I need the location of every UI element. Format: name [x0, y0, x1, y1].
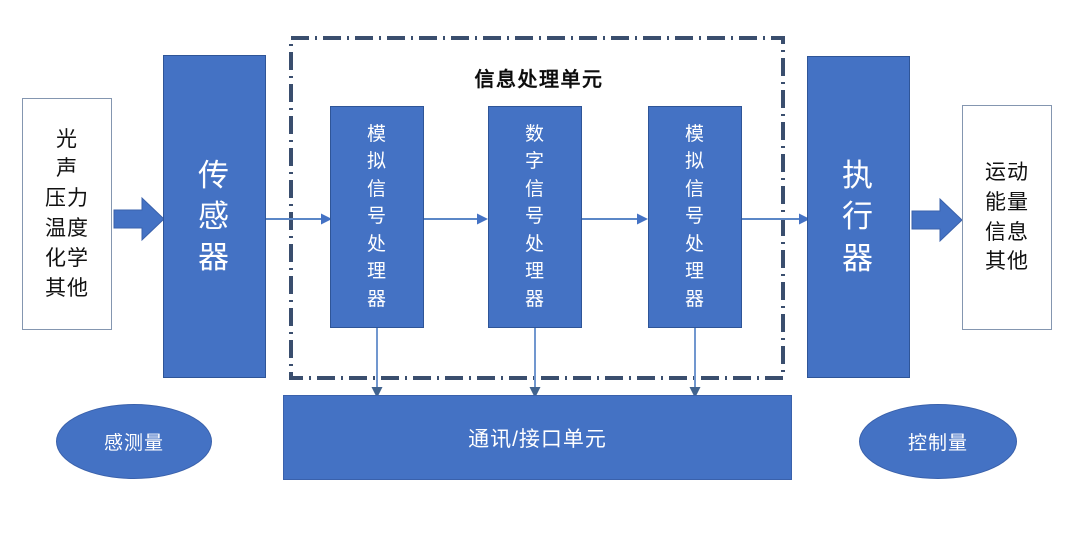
sensor-box: 传 感 器 [163, 55, 266, 378]
actuator-box: 执 行 器 [807, 56, 910, 378]
sensed-quantity-label: 感测量 [103, 433, 164, 454]
actuator-char: 器 [842, 240, 875, 276]
proc-char: 理 [366, 261, 387, 283]
actuator-char: 行 [842, 199, 875, 235]
analog-processor-1-label: 模 拟 信 号 处 理 器 [367, 121, 387, 314]
sensed-quantity-ellipse: 感测量 [56, 404, 212, 479]
proc-char: 器 [684, 288, 705, 310]
communication-interface-bar: 通讯/接口单元 [283, 395, 792, 480]
sensor-label: 传 感 器 [198, 155, 231, 279]
analog-signal-processor-1: 模 拟 信 号 处 理 器 [330, 106, 424, 328]
proc-char: 字 [524, 151, 545, 173]
proc-char: 号 [366, 206, 387, 228]
proc-char: 拟 [684, 151, 705, 173]
digital-processor-label: 数 字 信 号 处 理 器 [525, 121, 545, 314]
proc-char: 理 [684, 261, 705, 283]
actuator-char: 执 [842, 158, 875, 194]
input-quantities-box: 光 声 压力 温度 化学 其他 [22, 98, 112, 330]
input-line: 光 [56, 127, 78, 151]
arrow-analog1-to-comm [368, 328, 386, 398]
comm-bar-label: 通讯/接口单元 [468, 427, 607, 451]
digital-signal-processor: 数 字 信 号 处 理 器 [488, 106, 582, 328]
proc-char: 处 [366, 233, 387, 255]
proc-char: 模 [366, 123, 387, 145]
arrow-analog2-to-actuator [742, 210, 810, 228]
processing-unit-title: 信息处理单元 [474, 69, 604, 91]
input-line: 其他 [45, 276, 89, 300]
input-line: 声 [56, 157, 78, 181]
sensor-char: 器 [198, 240, 231, 276]
proc-char: 信 [524, 178, 545, 200]
output-line: 其他 [985, 250, 1029, 274]
analog-signal-processor-2: 模 拟 信 号 处 理 器 [648, 106, 742, 328]
output-quantities-box: 运动 能量 信息 其他 [962, 105, 1052, 330]
proc-char: 号 [684, 206, 705, 228]
proc-char: 理 [524, 261, 545, 283]
input-line: 温度 [45, 217, 89, 240]
proc-char: 号 [524, 206, 545, 228]
block-arrow-actuator-to-output [911, 196, 964, 244]
proc-char: 器 [524, 288, 545, 310]
control-quantity-label: 控制量 [907, 433, 968, 454]
control-quantity-ellipse: 控制量 [859, 404, 1017, 479]
output-line: 信息 [985, 220, 1029, 244]
output-line: 能量 [985, 190, 1029, 214]
arrow-digital-to-analog2 [582, 210, 648, 228]
actuator-label: 执 行 器 [842, 155, 875, 279]
arrow-analog2-to-comm [686, 328, 704, 398]
proc-char: 数 [524, 123, 545, 145]
proc-char: 拟 [366, 151, 387, 173]
arrow-digital-to-comm [526, 328, 544, 398]
proc-char: 模 [684, 123, 705, 145]
arrow-analog1-to-digital [424, 210, 488, 228]
proc-char: 处 [684, 233, 705, 255]
proc-char: 器 [366, 288, 387, 310]
sensor-char: 传 [198, 157, 231, 193]
proc-char: 信 [366, 178, 387, 200]
block-arrow-input-to-sensor [113, 195, 166, 243]
arrow-sensor-to-analog1 [266, 210, 332, 228]
proc-char: 处 [524, 233, 545, 255]
proc-char: 信 [684, 178, 705, 200]
analog-processor-2-label: 模 拟 信 号 处 理 器 [685, 121, 705, 314]
input-line: 压力 [45, 187, 89, 211]
sensor-char: 感 [198, 198, 231, 234]
input-line: 化学 [45, 246, 89, 270]
output-line: 运动 [985, 160, 1029, 184]
